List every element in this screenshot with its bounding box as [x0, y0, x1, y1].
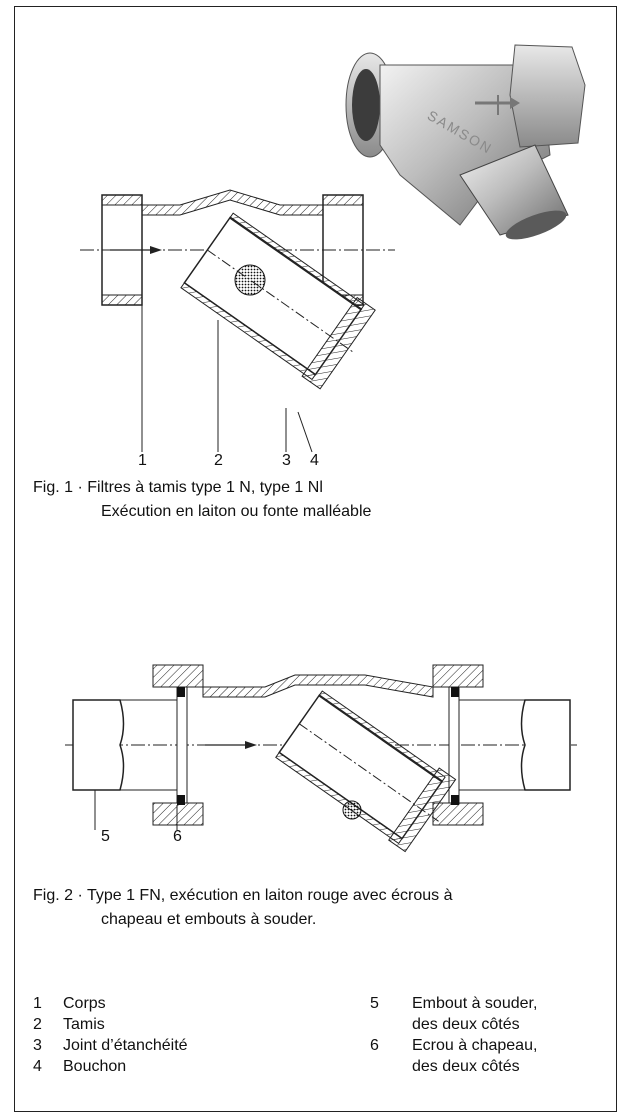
legend-text: Corps: [63, 995, 106, 1012]
fig1-caption: Fig. 1 · Filtres à tamis type 1 N, type …: [33, 476, 593, 528]
legend-right: 5 Embout à souder, des deux côtés 6 Ecro…: [370, 993, 600, 1083]
fig1-callout-1: 1: [138, 452, 147, 469]
legend-text: Ecrou à chapeau,: [412, 1037, 538, 1054]
fig1-caption-line1: Fig. 1 · Filtres à tamis type 1 N, type …: [33, 479, 323, 496]
legend-num: 2: [33, 1016, 42, 1033]
page-frame: [14, 6, 617, 1112]
legend-text: Tamis: [63, 1016, 105, 1033]
legend-num: 4: [33, 1058, 42, 1075]
fig2-cross-section: [65, 664, 577, 853]
legend-text: Bouchon: [63, 1058, 127, 1075]
strainer-photo: SAMSON: [345, 44, 586, 240]
legend-num: 5: [370, 995, 379, 1012]
fig1-callout-4: 4: [310, 452, 319, 469]
fig2-callout-6: 6: [173, 828, 182, 845]
fig1-callout-3: 3: [282, 452, 291, 469]
legend-left: 1 Corps 2 Tamis 3 Joint d’étanchéité 4 B…: [33, 993, 293, 1083]
fig2-caption-line2: chapeau et embouts à souder.: [101, 911, 317, 928]
legend-text: des deux côtés: [412, 1016, 520, 1033]
fig1-cross-section: [80, 189, 395, 453]
legend-num: 6: [370, 1037, 379, 1054]
fig1-caption-line2: Exécution en laiton ou fonte malléable: [101, 503, 372, 520]
legend-text: Embout à souder,: [412, 995, 538, 1012]
legend-text: des deux côtés: [412, 1058, 520, 1075]
legend-text: Joint d’étanchéité: [63, 1037, 188, 1054]
fig2-caption: Fig. 2 · Type 1 FN, exécution en laiton …: [33, 884, 613, 936]
legend-num: 3: [33, 1037, 42, 1054]
fig2-callout-5: 5: [101, 828, 110, 845]
legend-num: 1: [33, 995, 42, 1012]
fig2-caption-line1: Fig. 2 · Type 1 FN, exécution en laiton …: [33, 887, 453, 904]
fig1-callout-2: 2: [214, 452, 223, 469]
